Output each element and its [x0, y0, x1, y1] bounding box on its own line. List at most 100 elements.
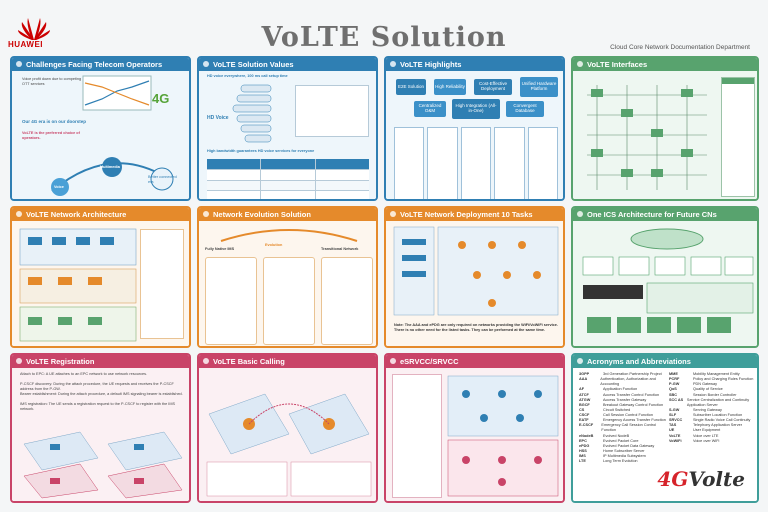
highlight-hardware: Unified Hardware Platform — [520, 77, 558, 97]
panel-title: Network Evolution Solution — [199, 208, 376, 221]
acronym-key: IMS — [579, 454, 586, 458]
acronym-key: VoWiFi — [669, 438, 682, 443]
acronym-key: EATF — [579, 418, 589, 423]
acronym-definition: Mobility Management Entity — [693, 372, 740, 376]
challenge-text-1: Voice profit down due to competing OTT s… — [22, 77, 82, 86]
interfaces-table — [721, 77, 755, 197]
acronym-definition: User Equipment — [693, 428, 721, 433]
evolution-box-2 — [263, 257, 315, 345]
acronym-row: LTE Long Term Evolution — [579, 459, 667, 464]
acronym-definition: Quality of Service — [693, 387, 723, 392]
deployment-diagram-icon — [393, 226, 559, 316]
volte-logo-4g: 4G — [657, 467, 689, 491]
panel-ics: One ICS Architecture for Future CNs — [571, 206, 759, 348]
panel-deployment: VoLTE Network Deployment 10 Tasks Note: … — [384, 206, 565, 348]
acronym-row: E-CSCF Emergency Call Session Control Fun… — [579, 423, 667, 433]
department-label: Cloud Core Network Documentation Departm… — [610, 44, 750, 51]
highlight-cards — [394, 127, 558, 199]
architecture-notes — [140, 229, 184, 339]
acronym-key: 3GPP — [579, 372, 590, 376]
acronym-definition: Evolved Packet Core — [603, 438, 639, 443]
acronym-key: SLF — [669, 413, 677, 417]
challenge-text-2: Our 4G era is on our doorstep — [22, 119, 87, 124]
label-evolution: Evolution — [265, 243, 283, 247]
acronym-key: P-GW — [669, 382, 680, 387]
hd-voice-label: HD Voice — [207, 115, 229, 121]
panel-title: VoLTE Network Architecture — [12, 208, 189, 221]
calling-flow-icon — [206, 393, 372, 497]
acronym-key: UE — [669, 428, 675, 433]
acronym-key: QoS — [669, 387, 677, 392]
volte-logo: 4GVolte — [657, 467, 745, 491]
panel-title: VoLTE Interfaces — [573, 58, 757, 71]
interfaces-diagram-icon — [587, 85, 707, 190]
evolution-box-1 — [205, 257, 257, 345]
volte-logo-text: Volte — [688, 467, 745, 491]
poster-header: HUAWEI VoLTE Solution Cloud Core Network… — [0, 0, 768, 56]
acronym-key: MME — [669, 372, 678, 376]
acronym-definition: Emergency Call Session Control Function — [601, 423, 657, 433]
architecture-diagram-icon — [19, 228, 137, 342]
acronym-row: EATF Emergency Access Transfer Function — [579, 418, 667, 423]
acronym-key: E-CSCF — [579, 423, 594, 428]
acronym-key: eNodeB — [579, 433, 594, 438]
acronym-key: HSS — [579, 448, 587, 453]
acronym-definition: Session Border Controller — [693, 392, 737, 397]
acronym-definition: Emergency Access Transfer Function — [603, 418, 666, 423]
acronym-definition: Voice over WiFi — [693, 438, 720, 443]
acronym-key: AAA — [579, 377, 588, 382]
panel-title: VoLTE Highlights — [386, 58, 563, 71]
acronym-definition: Evolved NodeB — [603, 433, 630, 438]
acronym-row: VoWiFi Voice over WiFi — [669, 439, 757, 444]
panel-title: VoLTE Network Deployment 10 Tasks — [386, 208, 563, 221]
srvcc-diagram-icon — [447, 375, 559, 497]
hd-voice-bars-icon — [232, 84, 272, 143]
acronym-key: S-GW — [669, 407, 680, 412]
bandwidth-table — [207, 159, 369, 199]
panel-evolution: Network Evolution Solution Fully Native … — [197, 206, 378, 348]
brand-name: HUAWEI — [8, 40, 43, 49]
ott-chart-icon — [82, 75, 152, 111]
registration-flow-icon — [23, 431, 183, 499]
registration-step-2: P-CSCF discovery: During the attach proc… — [20, 382, 174, 391]
evolution-diagram-icon — [51, 157, 174, 196]
panel-title: Acronyms and Abbreviations — [573, 355, 757, 368]
values-text-1: HD voice everywhere, 100 ms call setup t… — [207, 74, 288, 78]
highlight-om: Centralized O&M — [414, 101, 446, 117]
challenge-text-3: VoLTE is the preferred choice of operato… — [22, 131, 80, 140]
acronym-key: EPC — [579, 438, 587, 443]
registration-step-4: IMS registration: The UE sends a registr… — [20, 402, 176, 411]
highlight-database: Convergent Database — [506, 101, 544, 117]
acronym-key: ATGW — [579, 397, 591, 402]
panel-title: VoLTE Registration — [12, 355, 189, 368]
srvcc-notes — [392, 374, 442, 498]
panel-values: VoLTE Solution Values HD voice everywher… — [197, 56, 378, 201]
highlight-reliability: High Reliability — [434, 79, 466, 95]
acronym-key: LTE — [579, 459, 586, 464]
panel-srvcc: eSRVCC/SRVCC — [384, 353, 565, 503]
acronym-definition: Evolved Packet Data Gateway — [603, 443, 655, 448]
evolution-arrow-icon — [220, 229, 358, 242]
acronym-definition: Long Term Evolution — [603, 459, 638, 464]
panel-title: eSRVCC/SRVCC — [386, 355, 563, 368]
registration-step-3: Bearer establishment: During the attach … — [20, 392, 183, 396]
panel-title: One ICS Architecture for Future CNs — [573, 208, 757, 221]
acronym-key: SCC AS — [669, 397, 684, 402]
acronym-row: eNodeB Evolved NodeB — [579, 434, 667, 439]
label-connected: Better connected era — [148, 175, 177, 184]
acronym-key: VoLTE — [669, 433, 681, 438]
acronym-definition: Telephony Application Server — [693, 423, 742, 428]
